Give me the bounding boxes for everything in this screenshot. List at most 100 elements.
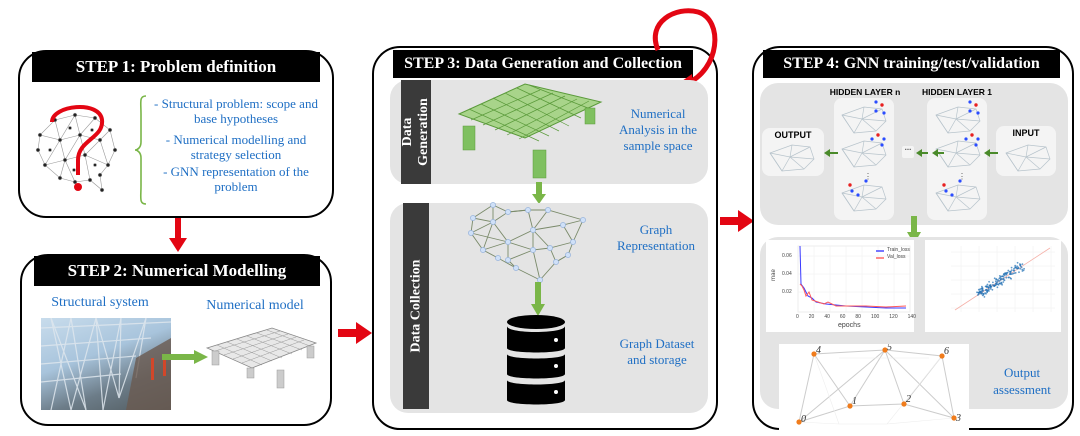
output-assessment-text: Output assessment [993, 365, 1051, 397]
arrow-step1-to-step2 [169, 218, 187, 252]
scatter-point [981, 287, 984, 290]
scatter-point [993, 277, 996, 280]
input-label: INPUT [1012, 128, 1040, 138]
scatter-point [1010, 269, 1013, 271]
xtick: 80 [855, 314, 861, 320]
numerical-model-truss [205, 327, 318, 389]
gnn-mini-graphs: ⋮ ⋮ [769, 100, 1051, 212]
xtick: 0 [796, 314, 799, 320]
hidden-layer-n-label: HIDDEN LAYER n [829, 87, 901, 97]
gnn-flow-arrows [824, 146, 998, 158]
scatter-point [1008, 276, 1010, 279]
scatter-point [1003, 279, 1006, 282]
output-label: OUTPUT [774, 130, 812, 140]
scatter-point [1001, 278, 1004, 280]
scatter-point [1021, 268, 1024, 271]
scatter-point [1019, 267, 1022, 270]
scatter-point [1009, 273, 1012, 275]
ytick-0: 0.06 [782, 253, 792, 259]
input-card: INPUT [996, 126, 1056, 176]
legend-val: Val_loss [887, 254, 906, 260]
scatter-point [994, 284, 997, 287]
scatter-point [1012, 269, 1015, 272]
node-label-6: 6 [944, 346, 949, 357]
step4-title: STEP 4: GNN training/test/validation [763, 50, 1060, 78]
scatter-point [981, 290, 983, 292]
graph-dataset-text: Graph Dataset and storage [619, 336, 695, 367]
scatter-point [1010, 277, 1012, 280]
xtick: 120 [889, 314, 898, 320]
scatter-point [978, 292, 981, 294]
graph-node-0 [796, 419, 802, 425]
structural-system-photo [41, 318, 171, 410]
graph-representation-icon [468, 202, 586, 283]
scatter-point [998, 282, 1001, 285]
scatter-point [982, 293, 985, 295]
arrow-graph-to-database [531, 282, 545, 316]
scatter-point [986, 283, 989, 286]
scatter-point [1006, 271, 1009, 274]
scatter-svg [951, 246, 1055, 312]
scatter-point [1009, 270, 1012, 273]
scatter-point [983, 296, 986, 298]
scatter-point [1001, 275, 1003, 278]
green-truss-model [457, 83, 603, 179]
scatter-point [1016, 265, 1018, 268]
graph-node-5 [882, 347, 888, 353]
ylabel-mae: mae [770, 269, 777, 281]
ytick-2: 0.02 [782, 289, 792, 295]
xtick: 100 [870, 314, 880, 320]
scatter-point [1017, 267, 1020, 270]
prediction-scatter-chart [925, 240, 1061, 332]
output-card: OUTPUT [762, 128, 824, 176]
scatter-point [988, 280, 990, 283]
svg-text:⋮: ⋮ [958, 172, 966, 181]
scatter-point [986, 286, 988, 289]
scatter-point [1023, 267, 1025, 270]
node-label-5: 5 [887, 344, 892, 353]
scatter-point [1021, 270, 1024, 272]
scatter-point [988, 288, 990, 290]
xtick: 40 [824, 314, 830, 320]
xlabel-epochs: epochs [838, 322, 861, 329]
scatter-point [985, 292, 987, 295]
xticks: 0 20 40 60 80 100 120 140 [796, 314, 916, 320]
scatter-point [1010, 266, 1013, 269]
graph-node-2 [901, 401, 907, 407]
scatter-point [1019, 264, 1021, 267]
bullet-numerical-modelling: - Numerical modelling and strategy selec… [165, 132, 307, 162]
scatter-point [995, 282, 998, 285]
scatter-point [997, 279, 1000, 282]
step2-title: STEP 2: Numerical Modelling [34, 256, 320, 286]
numerical-model-label: Numerical model [206, 298, 304, 313]
scatter-point [987, 286, 990, 289]
scatter-point [1014, 264, 1017, 267]
ytick-1: 0.04 [782, 271, 792, 277]
scatter-point [992, 281, 994, 284]
scatter-point [979, 291, 982, 294]
output-graph-svg: 0 1 2 3 4 5 6 [796, 342, 961, 425]
train-loss-line [799, 245, 906, 309]
data-generation-label: Data Generation [400, 80, 431, 184]
scatter-point [996, 280, 999, 283]
scatter-point [1013, 272, 1016, 274]
step1-title: STEP 1: Problem definition [32, 52, 320, 82]
graph-node-3 [951, 415, 957, 421]
svg-text:⋮: ⋮ [864, 172, 872, 181]
node-label-2: 2 [906, 394, 911, 405]
layers-ellipsis: ... [904, 143, 912, 152]
structural-system-label: Structural system [51, 295, 149, 310]
graph-node-6 [939, 353, 945, 359]
bullet-gnn-representation: - GNN representation of the problem [163, 164, 309, 194]
step3-title: STEP 3: Data Generation and Collection [393, 50, 693, 78]
scatter-point [995, 278, 997, 281]
node-label-0: 0 [801, 414, 806, 425]
xtick: 140 [907, 314, 916, 320]
scatter-point [981, 285, 983, 288]
numerical-analysis-text: Numerical Analysis in the sample space [619, 106, 697, 153]
node-label-3: 3 [955, 413, 961, 424]
scatter-point [1005, 276, 1008, 279]
legend-train: Train_loss [887, 247, 910, 253]
scatter-point [981, 294, 984, 297]
scatter-point [998, 275, 1001, 277]
